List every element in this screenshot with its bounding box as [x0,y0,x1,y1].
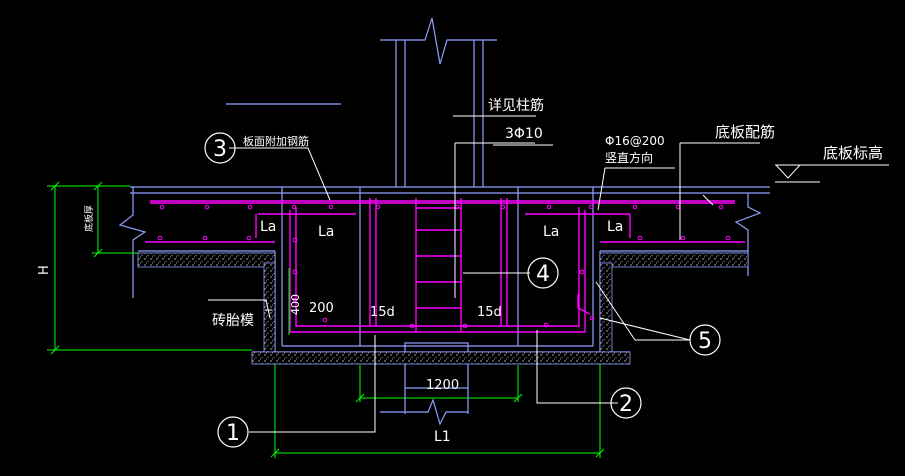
label-dim-200: 200 [309,301,334,316]
rebar-dots [157,204,731,329]
cushion-layer [137,252,749,365]
callout-3: 3 [213,137,227,162]
rebar [145,198,745,333]
dimension-lines [47,181,605,458]
label-height: H [37,265,52,275]
callout-5: 5 [698,329,712,354]
leader-lines [208,115,889,433]
label-bar-spec: Φ16@200 [605,134,665,148]
label-dim-1200: 1200 [426,378,459,393]
label-la-2: La [318,224,334,240]
label-15d-right: 15d [477,305,502,320]
label-la-4: La [607,219,623,235]
callout-4: 4 [536,262,550,287]
label-brick-form: 砖胎模 [212,313,254,329]
label-15d-left: 15d [370,305,395,320]
label-slab-top-bar: 板面附加钢筋 [243,134,309,148]
stub-break [380,388,469,426]
label-dim-l1: L1 [434,429,451,445]
label-stirrup-spec: 3Φ10 [505,126,543,142]
label-bottom-rebar: 底板配筋 [715,123,775,141]
label-column-rebar: 详见柱筋 [488,97,544,114]
label-la-3: La [543,224,559,240]
label-slab-thickness: 底板厚 [83,205,95,232]
label-bottom-elev: 底板标高 [823,144,883,162]
callout-circles [204,132,721,448]
callout-1: 1 [226,421,240,446]
label-vertical-dir: 竖直方向 [605,150,653,165]
label-la-1: La [260,219,276,235]
callout-2: 2 [619,392,633,417]
label-dim-400: 400 [289,294,302,315]
